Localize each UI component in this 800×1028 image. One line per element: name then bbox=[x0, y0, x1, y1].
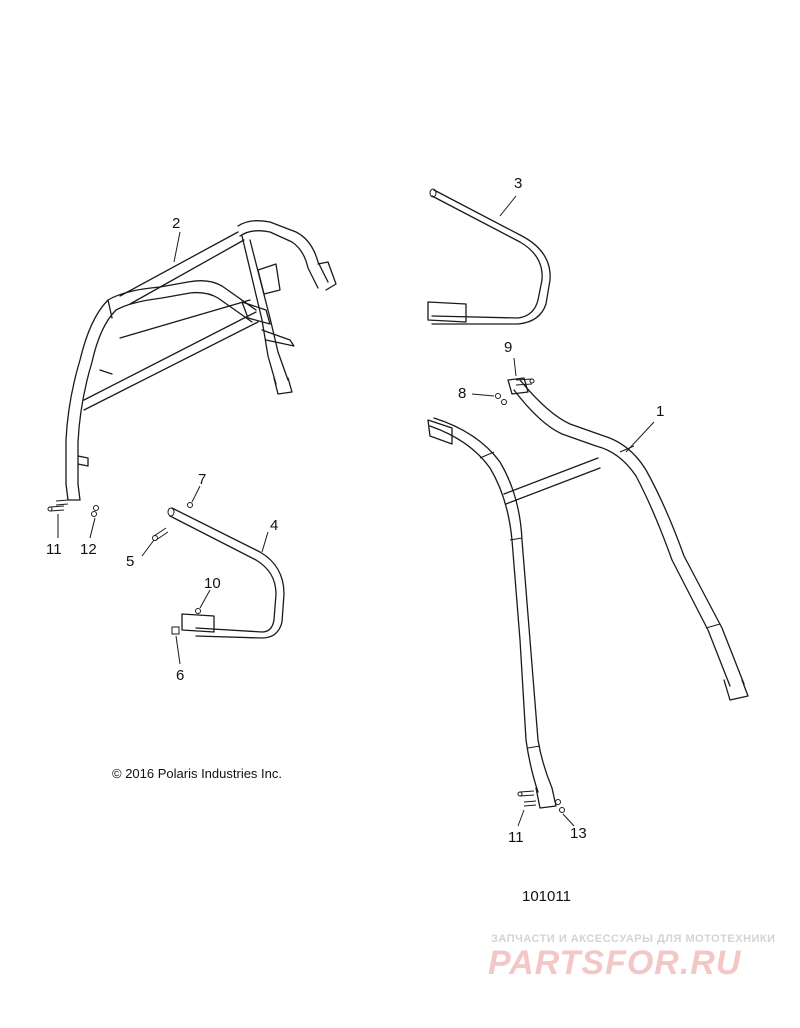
label-11a: 11 bbox=[46, 541, 62, 558]
nut-8 bbox=[495, 393, 507, 405]
label-8: 8 bbox=[458, 385, 466, 402]
watermark-tagline: ЗАПЧАСТИ И АКСЕССУАРЫ ДЛЯ МОТОТЕХНИКИ bbox=[491, 933, 776, 945]
label-3: 3 bbox=[514, 175, 522, 192]
nut-13 bbox=[555, 799, 565, 813]
part-1-front-cage bbox=[427, 377, 749, 809]
nut-12 bbox=[91, 505, 99, 517]
nut-10 bbox=[195, 608, 201, 614]
bolt-11-right bbox=[517, 790, 537, 807]
label-7: 7 bbox=[198, 471, 206, 488]
part-3-brace-bar bbox=[427, 188, 551, 325]
label-4: 4 bbox=[270, 517, 278, 534]
bolt-9 bbox=[515, 378, 535, 386]
copyright-notice: © 2016 Polaris Industries Inc. bbox=[112, 766, 282, 781]
part-2-rear-cage bbox=[65, 220, 337, 501]
label-2: 2 bbox=[172, 215, 180, 232]
label-13: 13 bbox=[570, 825, 587, 842]
callout-leaders bbox=[57, 195, 655, 827]
nut-7 bbox=[187, 502, 193, 508]
diagram-number: 101011 bbox=[522, 888, 571, 905]
label-12: 12 bbox=[80, 541, 97, 558]
label-10: 10 bbox=[204, 575, 221, 592]
label-1: 1 bbox=[656, 403, 664, 420]
hardware-bolts-and-nuts bbox=[47, 378, 565, 813]
bolt-5 bbox=[152, 527, 169, 541]
label-6: 6 bbox=[176, 667, 184, 684]
label-9: 9 bbox=[504, 339, 512, 356]
callout-labels: 1 2 3 4 5 6 7 8 9 10 11 11 12 13 bbox=[46, 175, 664, 846]
label-5: 5 bbox=[126, 553, 134, 570]
part-4-brace-bar bbox=[167, 507, 285, 639]
watermark-logo: PARTSFOR.RU bbox=[488, 944, 742, 982]
bolt-6 bbox=[171, 626, 180, 635]
label-11b: 11 bbox=[508, 829, 524, 846]
bolt-11-left bbox=[47, 499, 69, 512]
